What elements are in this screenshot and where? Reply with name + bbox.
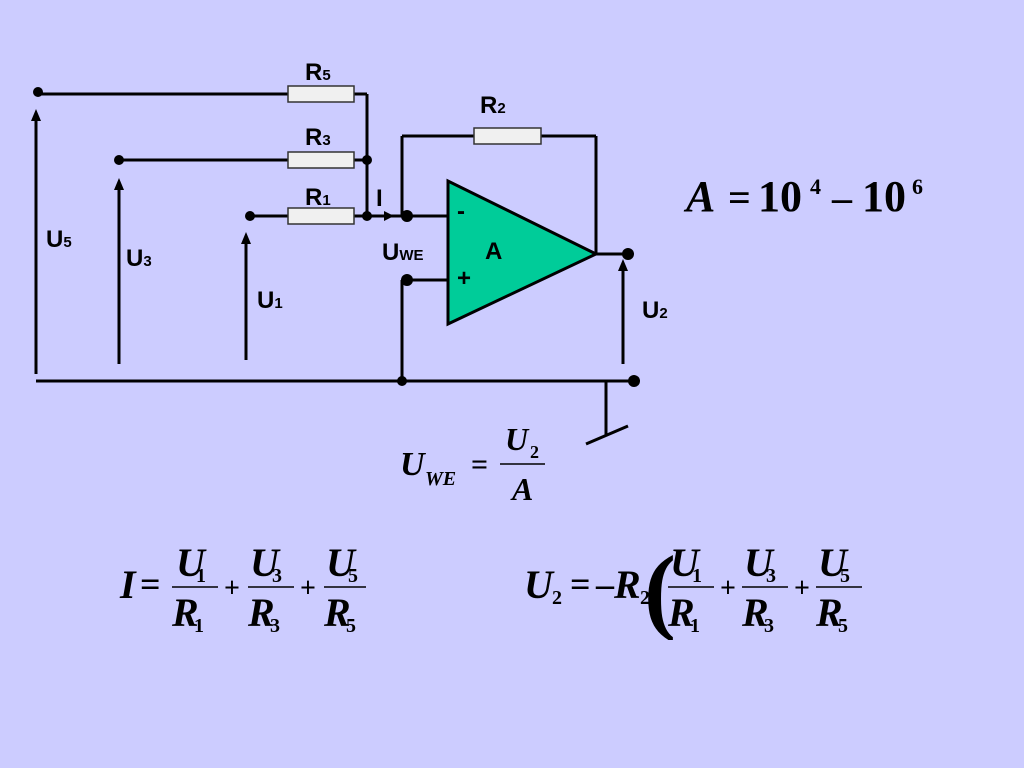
resistor-r1	[287, 207, 355, 225]
svg-text:2: 2	[640, 587, 650, 609]
label-r3: R3	[305, 124, 331, 151]
svg-text:R: R	[323, 590, 351, 635]
svg-text:U: U	[176, 540, 207, 585]
svg-text:3: 3	[272, 565, 282, 587]
gain-formula: A = 10 4 – 10 6	[683, 172, 923, 221]
svg-text:R: R	[247, 590, 275, 635]
svg-text:A: A	[683, 172, 715, 221]
svg-text:–: –	[595, 564, 615, 604]
svg-text:R: R	[171, 590, 199, 635]
node-u5	[33, 87, 43, 97]
opamp-triangle	[446, 178, 600, 327]
label-u2: U2	[642, 297, 668, 324]
label-u1: U1	[257, 287, 283, 314]
svg-text:=: =	[570, 564, 591, 604]
arrow-u3	[114, 178, 124, 364]
svg-text:5: 5	[346, 615, 356, 637]
svg-text:U: U	[326, 540, 357, 585]
svg-text:+: +	[794, 573, 810, 604]
resistor-r5	[287, 85, 355, 103]
current-formula: I = U 1 R 1 + U 3 R 3 + U 5 R 5	[119, 540, 366, 637]
svg-text:3: 3	[766, 565, 776, 587]
node-r3-junction	[362, 155, 372, 165]
node-u3	[114, 155, 124, 165]
svg-text:R: R	[667, 590, 695, 635]
svg-text:4: 4	[810, 174, 821, 199]
svg-text:(: (	[644, 536, 676, 643]
svg-text:–: –	[831, 175, 853, 220]
label-uwe: UWE	[382, 239, 424, 266]
svg-text:1: 1	[692, 565, 702, 587]
node-minus-input	[401, 210, 413, 222]
svg-text:R: R	[613, 562, 641, 607]
svg-text:A: A	[510, 471, 533, 507]
opamp-plus-sign: +	[457, 265, 471, 292]
resistor-r3	[287, 151, 355, 169]
svg-text:R: R	[741, 590, 769, 635]
svg-text:U: U	[524, 562, 555, 607]
arrow-u1	[241, 232, 251, 360]
svg-text:WE: WE	[425, 468, 456, 490]
current-arrow	[384, 211, 394, 221]
label-r2: R2	[480, 92, 506, 119]
svg-text:5: 5	[348, 565, 358, 587]
svg-text:R: R	[815, 590, 843, 635]
svg-text:10: 10	[758, 172, 802, 221]
uwe-formula: U WE = U 2 A	[400, 421, 545, 507]
svg-text:=: =	[728, 175, 751, 220]
label-r1: R1	[305, 184, 331, 211]
output-formula: U 2 = – R 2 ( U 1 R 1 + U 3 R 3 + U 5 R …	[524, 536, 862, 643]
svg-text:U: U	[670, 540, 701, 585]
arrow-u5	[31, 109, 41, 374]
svg-text:U: U	[400, 446, 427, 483]
svg-text:5: 5	[840, 565, 850, 587]
svg-text:1: 1	[196, 565, 206, 587]
svg-text:2: 2	[552, 587, 562, 609]
node-ground-end	[628, 375, 640, 387]
label-r5: R5	[305, 59, 331, 86]
node-output	[622, 248, 634, 260]
svg-text:+: +	[300, 573, 316, 604]
svg-text:6: 6	[912, 174, 923, 199]
node-ground-plus	[397, 376, 407, 386]
svg-text:1: 1	[690, 615, 700, 637]
svg-text:U: U	[250, 540, 281, 585]
svg-text:U: U	[505, 421, 530, 457]
svg-text:3: 3	[270, 615, 280, 637]
svg-text:1: 1	[194, 615, 204, 637]
svg-text:+: +	[720, 573, 736, 604]
svg-text:=: =	[140, 564, 161, 604]
svg-text:U: U	[744, 540, 775, 585]
arrow-u2	[618, 259, 628, 364]
resistor-r2	[473, 127, 542, 145]
ground-symbol	[585, 424, 629, 446]
label-u3: U3	[126, 245, 152, 272]
svg-text:3: 3	[764, 615, 774, 637]
svg-text:I: I	[119, 562, 137, 607]
opamp-label: A	[485, 238, 502, 265]
label-u5: U5	[46, 226, 72, 253]
opamp-minus-sign: -	[457, 198, 465, 225]
svg-text:=: =	[471, 448, 488, 481]
svg-text:+: +	[224, 573, 240, 604]
node-plus-input	[401, 274, 413, 286]
node-summing-junction	[362, 211, 372, 221]
svg-text:U: U	[818, 540, 849, 585]
svg-text:10: 10	[862, 172, 906, 221]
label-current: I	[376, 185, 383, 212]
svg-text:2: 2	[530, 442, 539, 462]
svg-text:5: 5	[838, 615, 848, 637]
node-u1	[245, 211, 255, 221]
